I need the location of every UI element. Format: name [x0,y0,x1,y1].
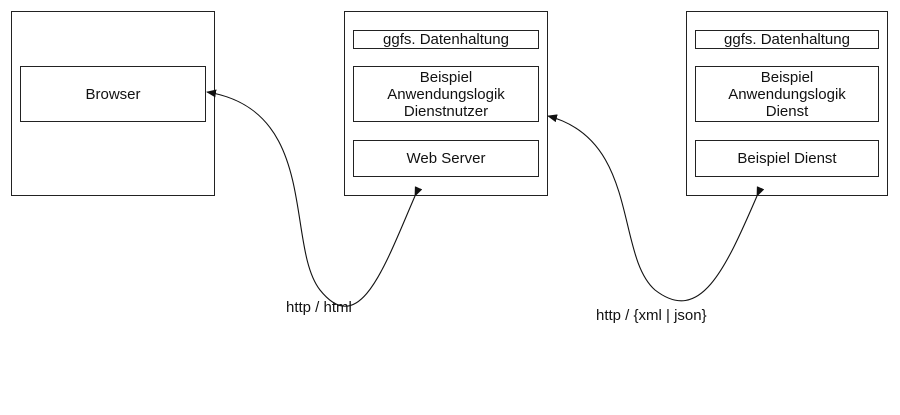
browser-label: Browser [85,85,141,103]
browser-web-connector [206,89,423,307]
app-service-connector [547,114,765,302]
browser-web-connector-label: http / html [286,299,352,316]
web-server-label: Web Server [406,150,486,167]
service-logic-line-1: Beispiel [760,68,814,86]
app-storage-label: ggfs. Datenhaltung [383,31,509,48]
app-service-connector-label: http / {xml | json} [596,307,707,324]
browser-box: Browser [20,66,206,122]
app-storage-box: ggfs. Datenhaltung [353,30,539,49]
service-logic-line-3: Dienst [765,102,809,120]
app-logic-line-3: Dienstnutzer [403,102,489,120]
service-logic-line-2: Anwendungslogik [728,85,846,103]
app-logic-line-1: Beispiel [419,68,473,86]
service-storage-box: ggfs. Datenhaltung [695,30,879,49]
service-storage-label: ggfs. Datenhaltung [724,31,850,48]
service-logic-box: Beispiel Anwendungslogik Dienst [695,66,879,122]
